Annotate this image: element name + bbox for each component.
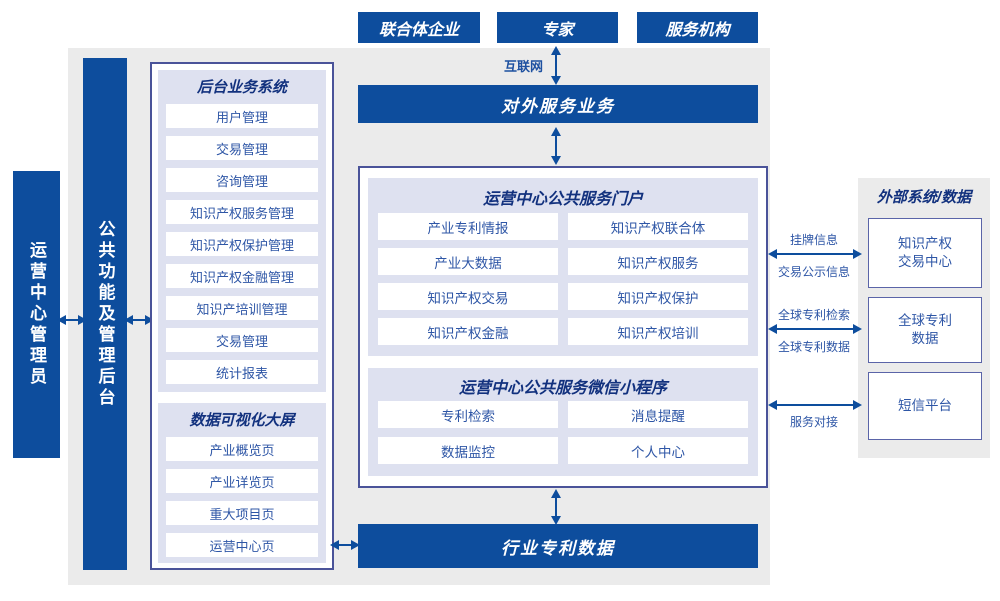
arrow-service-to-portal — [555, 135, 557, 157]
backend-item: 知识产权金融管理 — [166, 264, 318, 288]
link-label-global-patent-search: 全球专利检索 — [777, 308, 850, 322]
internet-label: 互联网 — [503, 59, 543, 74]
arrow-dashboard-to-industry-data — [338, 544, 352, 546]
portal-title: 运营中心公共服务门户 — [482, 191, 643, 208]
miniapp-item: 专利检索 — [378, 401, 558, 428]
backend-title: 后台业务系统 — [196, 79, 287, 96]
arrow-internet — [555, 54, 557, 77]
industry-data-bar: 行业专利数据 — [358, 524, 758, 568]
portal-items: 产业专利情报 知识产权联合体 产业大数据 知识产权服务 知识产权交易 知识产权保… — [368, 211, 758, 355]
backend-item: 知识产权保护管理 — [166, 232, 318, 256]
backend-item: 咨询管理 — [166, 168, 318, 192]
arrow-portal-to-global-patent — [776, 328, 854, 330]
public-function-label: 公共功能及管理后台 — [95, 219, 115, 409]
backend-item: 知识产培训管理 — [166, 296, 318, 320]
arrow-portal-to-ip-exchange — [776, 253, 854, 255]
arrow-public-to-backend — [132, 319, 146, 321]
dashboard-title: 数据可视化大屏 — [189, 412, 295, 429]
portal-item: 知识产权金融 — [378, 318, 558, 345]
dashboard-item: 运营中心页 — [166, 533, 318, 557]
portal-item: 知识产权交易 — [378, 283, 558, 310]
external-service-label: 对外服务业务 — [501, 96, 615, 116]
backend-item: 统计报表 — [166, 360, 318, 384]
public-function-vertical-bar: 公共功能及管理后台 — [83, 58, 127, 570]
actor-box-service-org: 服务机构 — [637, 12, 758, 43]
arrow-admin-to-public — [65, 319, 79, 321]
backend-item: 交易管理 — [166, 328, 318, 352]
portal-item: 知识产权服务 — [568, 248, 748, 275]
dashboard-item: 产业概览页 — [166, 437, 318, 461]
dashboard-item: 重大项目页 — [166, 501, 318, 525]
external-systems-title: 外部系统/数据 — [876, 189, 972, 206]
actor-box-expert: 专家 — [497, 12, 618, 43]
portal-section: 运营中心公共服务门户 产业专利情报 知识产权联合体 产业大数据 知识产权服务 知… — [368, 178, 758, 356]
backend-item: 用户管理 — [166, 104, 318, 128]
dashboard-item: 产业详览页 — [166, 469, 318, 493]
actor-box-consortium: 联合体企业 — [358, 12, 480, 43]
miniapp-item: 数据监控 — [378, 437, 558, 464]
miniapp-items: 专利检索 消息提醒 数据监控 个人中心 — [368, 399, 758, 475]
miniapp-item: 个人中心 — [568, 437, 748, 464]
actor-label: 联合体企业 — [378, 21, 459, 39]
external-box-sms-platform: 短信平台 — [868, 372, 982, 440]
dashboard-section: 数据可视化大屏 产业概览页 产业详览页 重大项目页 运营中心页 — [158, 403, 326, 563]
link-label-global-patent-data: 全球专利数据 — [777, 340, 850, 354]
admin-label: 运营中心管理员 — [27, 241, 46, 388]
arrow-portal-to-sms — [776, 404, 854, 406]
actor-label: 专家 — [541, 21, 574, 39]
external-box-ip-exchange: 知识产权 交易中心 — [868, 218, 982, 288]
miniapp-section: 运营中心公共服务微信小程序 专利检索 消息提醒 数据监控 个人中心 — [368, 368, 758, 476]
backend-section: 后台业务系统 用户管理 交易管理 咨询管理 知识产权服务管理 知识产权保护管理 … — [158, 70, 326, 392]
portal-item: 产业专利情报 — [378, 213, 558, 240]
portal-item: 知识产权保护 — [568, 283, 748, 310]
arrow-portal-to-industry-data — [555, 497, 557, 517]
external-box-global-patent-data: 全球专利 数据 — [868, 297, 982, 363]
external-service-bar: 对外服务业务 — [358, 85, 758, 123]
backend-items: 用户管理 交易管理 咨询管理 知识产权服务管理 知识产权保护管理 知识产权金融管… — [158, 100, 326, 392]
portal-item: 知识产权联合体 — [568, 213, 748, 240]
actor-label: 服务机构 — [665, 21, 730, 39]
industry-data-label: 行业专利数据 — [501, 538, 615, 558]
link-label-trade-publicity: 交易公示信息 — [777, 265, 850, 279]
dashboard-items: 产业概览页 产业详览页 重大项目页 运营中心页 — [158, 433, 326, 565]
portal-item: 产业大数据 — [378, 248, 558, 275]
backend-item: 交易管理 — [166, 136, 318, 160]
admin-vertical-bar: 运营中心管理员 — [13, 171, 60, 458]
link-label-listing-info: 挂牌信息 — [789, 233, 838, 247]
portal-item: 知识产权培训 — [568, 318, 748, 345]
miniapp-title: 运营中心公共服务微信小程序 — [458, 380, 667, 397]
backend-item: 知识产权服务管理 — [166, 200, 318, 224]
miniapp-item: 消息提醒 — [568, 401, 748, 428]
link-label-service-connect: 服务对接 — [789, 415, 838, 429]
